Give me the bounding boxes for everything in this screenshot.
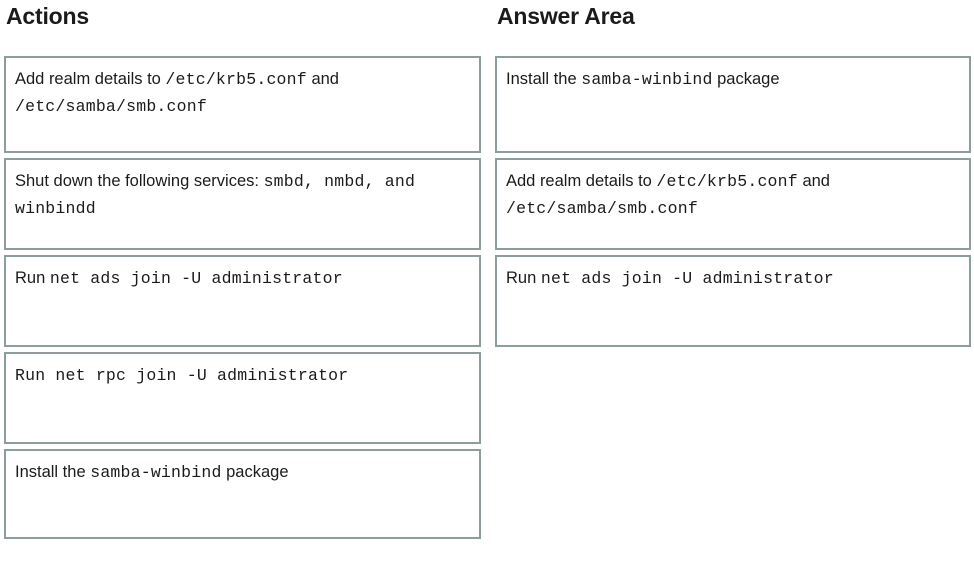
text-segment-mono: /etc/krb5.conf <box>165 70 307 89</box>
option-card-text: Add realm details to /etc/krb5.conf and … <box>15 66 470 120</box>
option-card-shut-down-services[interactable]: Shut down the following services: smbd, … <box>4 158 481 250</box>
text-segment-sans: package <box>712 70 780 88</box>
text-segment-mono: smbd, nmbd, and winbindd <box>15 172 416 218</box>
actions-heading: Actions <box>6 3 89 29</box>
option-card-text: Install the samba-winbind package <box>15 459 470 486</box>
text-segment-sans: package <box>221 463 289 481</box>
text-segment-mono: /etc/samba/smb.conf <box>15 97 207 116</box>
text-segment-sans: Shut down the following services: <box>15 172 264 190</box>
text-segment-mono: samba-winbind <box>581 70 713 89</box>
option-card-text: Run net ads join -U administrator <box>15 265 470 292</box>
text-segment-mono: net rpc join -U administrator <box>55 366 349 385</box>
actions-card-list: Add realm details to /etc/krb5.conf and … <box>4 56 481 544</box>
text-segment-mono: net ads join -U administrator <box>49 269 343 288</box>
option-card-text: Install the samba-winbind package <box>506 66 960 93</box>
text-segment-sans: Install the <box>15 463 91 481</box>
option-card-text: Shut down the following services: smbd, … <box>15 168 470 222</box>
text-segment-sans: Add realm details to <box>15 70 166 88</box>
option-card-run-net-ads-join[interactable]: Run net ads join -U administrator <box>4 255 481 347</box>
text-segment-sans: Install the <box>506 70 582 88</box>
option-card-add-realm-details[interactable]: Add realm details to /etc/krb5.conf and … <box>4 56 481 153</box>
option-card-answer-run-net-ads-join[interactable]: Run net ads join -U administrator <box>495 255 971 347</box>
text-segment-mono: samba-winbind <box>90 463 222 482</box>
answer-area-heading: Answer Area <box>497 3 635 29</box>
option-card-text: Run net rpc join -U administrator <box>15 362 470 389</box>
option-card-text: Add realm details to /etc/krb5.conf and … <box>506 168 960 222</box>
text-segment-sans: Run <box>15 269 50 287</box>
text-segment-sans: Run <box>506 269 541 287</box>
option-card-text: Run net ads join -U administrator <box>506 265 960 292</box>
actions-column: Actions Add realm details to /etc/krb5.c… <box>4 0 481 539</box>
answer-area-column: Answer Area Install the samba-winbind pa… <box>495 0 971 347</box>
option-card-answer-install-samba-winbind[interactable]: Install the samba-winbind package <box>495 56 971 153</box>
option-card-install-samba-winbind[interactable]: Install the samba-winbind package <box>4 449 481 539</box>
text-segment-sans: Add realm details to <box>506 172 657 190</box>
option-card-run-net-rpc-join[interactable]: Run net rpc join -U administrator <box>4 352 481 444</box>
text-segment-sans: and <box>797 172 830 190</box>
text-segment-mono: /etc/krb5.conf <box>656 172 798 191</box>
option-card-answer-add-realm-details[interactable]: Add realm details to /etc/krb5.conf and … <box>495 158 971 250</box>
text-segment-mono: net ads join -U administrator <box>540 269 834 288</box>
text-segment-mono: Run <box>15 366 56 385</box>
text-segment-mono: /etc/samba/smb.conf <box>506 199 698 218</box>
text-segment-sans: and <box>306 70 339 88</box>
